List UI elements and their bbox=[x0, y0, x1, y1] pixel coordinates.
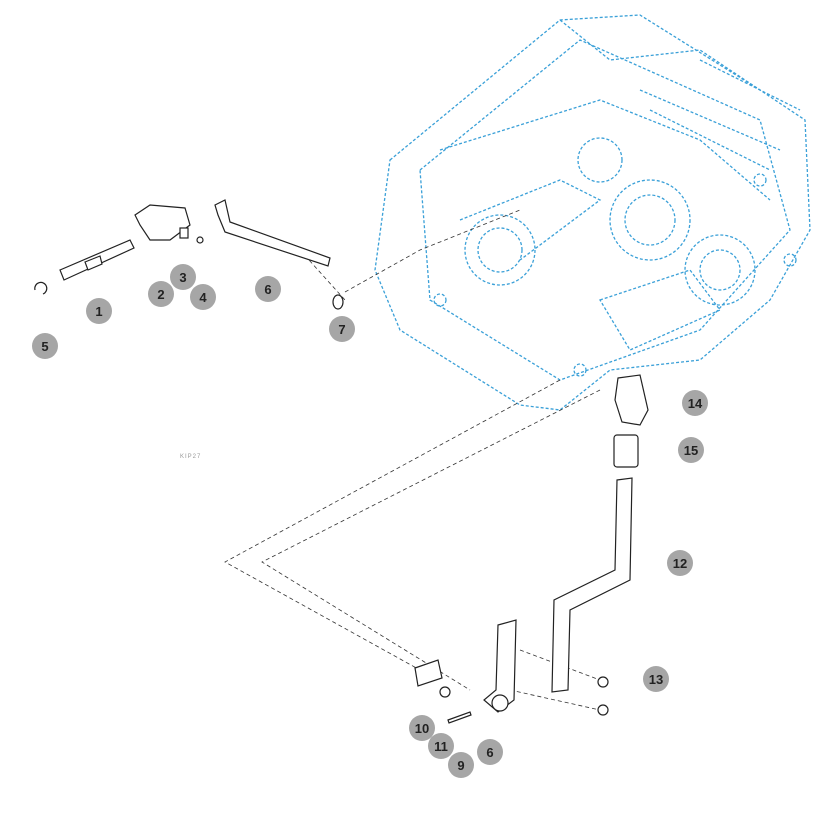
pin-9 bbox=[447, 711, 472, 724]
callout-13[interactable]: 13 bbox=[643, 666, 669, 692]
bolt-13 bbox=[597, 676, 609, 688]
shift-parts-upper bbox=[34, 199, 344, 310]
callout-6[interactable]: 6 bbox=[255, 276, 281, 302]
callout-6-lower[interactable]: 6 bbox=[477, 739, 503, 765]
arm-6 bbox=[483, 619, 517, 713]
ball-4 bbox=[196, 236, 204, 244]
leader-lines bbox=[224, 209, 601, 711]
o-ring-7 bbox=[332, 294, 344, 310]
callout-9[interactable]: 9 bbox=[448, 752, 474, 778]
callout-2[interactable]: 2 bbox=[148, 281, 174, 307]
callout-3[interactable]: 3 bbox=[170, 264, 196, 290]
shift-rod-6 bbox=[214, 199, 331, 267]
callout-1[interactable]: 1 bbox=[86, 298, 112, 324]
bolt-11 bbox=[439, 686, 451, 698]
plate-10 bbox=[414, 659, 443, 687]
callout-11[interactable]: 11 bbox=[428, 733, 454, 759]
shift-lever-parts bbox=[414, 374, 649, 724]
callout-4[interactable]: 4 bbox=[190, 284, 216, 310]
sleeve-15 bbox=[613, 434, 639, 468]
lever-12 bbox=[551, 477, 633, 693]
callout-14[interactable]: 14 bbox=[682, 390, 708, 416]
callout-15[interactable]: 15 bbox=[678, 437, 704, 463]
transmission-housing bbox=[374, 14, 811, 411]
callout-12[interactable]: 12 bbox=[667, 550, 693, 576]
diagram-reference: KIP27 bbox=[180, 454, 202, 460]
callout-5[interactable]: 5 bbox=[32, 333, 58, 359]
knob-14 bbox=[614, 374, 649, 426]
circlip-5 bbox=[34, 281, 48, 295]
spring-3 bbox=[179, 227, 189, 239]
callout-7[interactable]: 7 bbox=[329, 316, 355, 342]
